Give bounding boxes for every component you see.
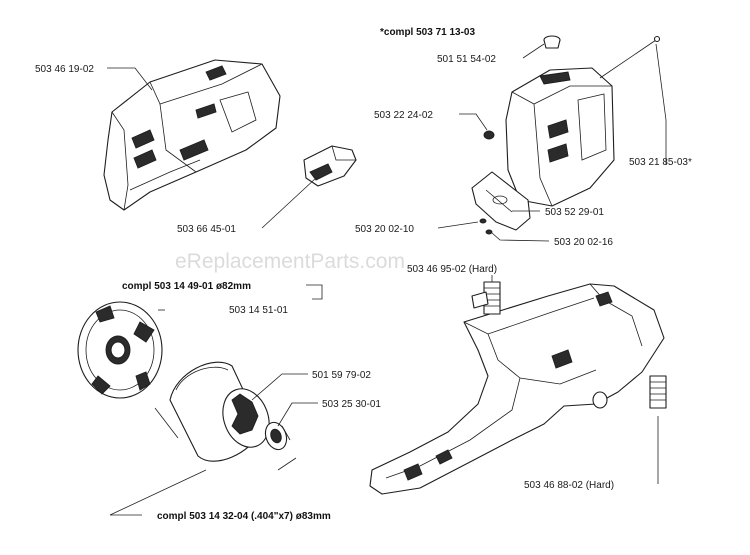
- label-501-51-54-02: 501 51 54-02: [437, 54, 496, 65]
- label-503-20-02-16: 503 20 02-16: [554, 237, 613, 248]
- label-503-25-30-01: 503 25 30-01: [322, 399, 381, 410]
- clutch-drawing: [77, 301, 163, 399]
- label-503-21-85-03: 503 21 85-03*: [629, 157, 692, 168]
- clutch-cover-drawing: [103, 59, 281, 211]
- crankcase-drawing: [369, 283, 665, 495]
- av-spring-top-drawing: [471, 281, 501, 315]
- label-compl-503-14-32-04: compl 503 14 32-04 (.404"x7) ø83mm: [157, 511, 331, 522]
- label-503-52-29-01: 503 52 29-01: [545, 207, 604, 218]
- cap-drawing: [543, 35, 561, 49]
- leader-lines: [107, 43, 667, 516]
- nut-drawing: [483, 130, 495, 140]
- clutch-drum-drawing: [169, 361, 270, 462]
- label-501-59-79-02: 501 59 79-02: [312, 370, 371, 381]
- gasket-plate-drawing: [471, 171, 531, 231]
- muffler-drawing: [505, 67, 615, 207]
- long-bolt-drawing: [599, 35, 661, 79]
- av-spring-bottom-drawing: [649, 375, 667, 409]
- needle-bearing-drawing: [264, 421, 291, 451]
- label-compl-503-14-49-01: compl 503 14 49-01 ø82mm: [122, 281, 251, 292]
- watermark-text: eReplacementParts.com: [175, 250, 405, 273]
- label-503-66-45-01: 503 66 45-01: [177, 224, 236, 235]
- small-cover-drawing: [303, 145, 357, 187]
- label-503-46-95-02-hard: 503 46 95-02 (Hard): [407, 264, 497, 275]
- label-compl-503-71-13-03: *compl 503 71 13-03: [380, 27, 475, 38]
- label-503-20-02-10: 503 20 02-10: [355, 224, 414, 235]
- screws-drawing: [479, 218, 493, 235]
- label-503-22-24-02: 503 22 24-02: [374, 110, 433, 121]
- label-503-46-19-02: 503 46 19-02: [35, 64, 94, 75]
- part-labels: 503 46 19-02 503 66 45-01 *compl 503 71 …: [35, 27, 692, 522]
- label-503-46-88-02-hard: 503 46 88-02 (Hard): [524, 480, 614, 491]
- label-503-14-51-01: 503 14 51-01: [229, 305, 288, 316]
